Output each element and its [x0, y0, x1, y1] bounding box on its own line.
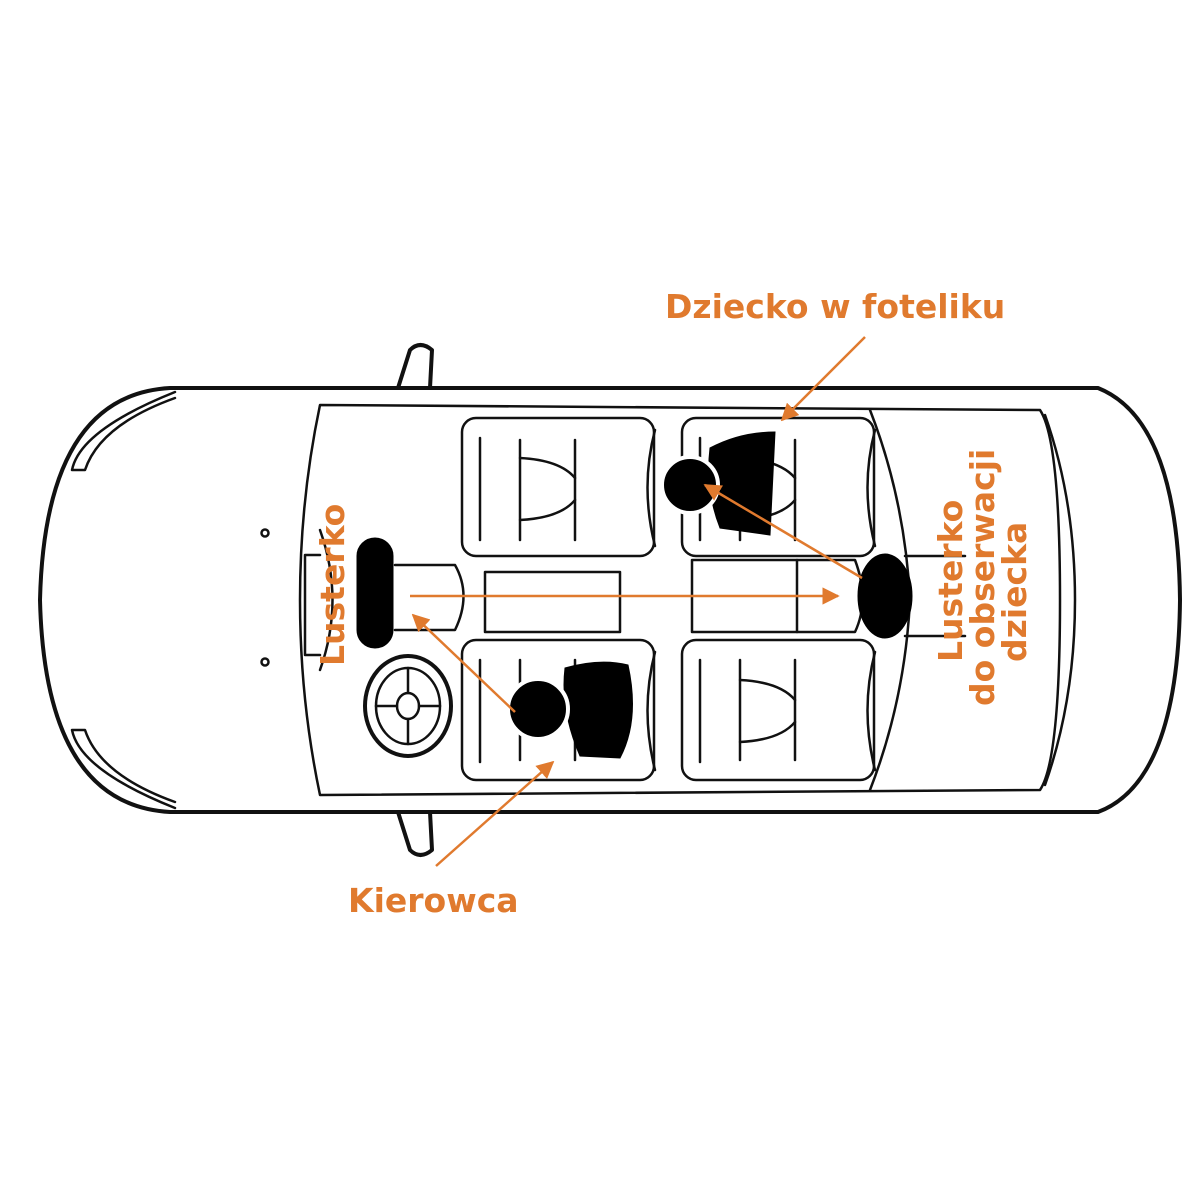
left-side-mirror — [396, 343, 434, 390]
arrows — [410, 336, 866, 867]
driver-icon — [506, 661, 633, 759]
rearview-mirror-icon — [356, 537, 465, 649]
svg-text:do obserwacji: do obserwacji — [963, 449, 1002, 706]
svg-text:dziecka: dziecka — [995, 522, 1034, 662]
label-observation-mirror: Lusterko do obserwacji dziecka — [931, 449, 1034, 706]
steering-wheel-icon — [363, 654, 453, 758]
label-driver: Kierowca — [348, 881, 519, 920]
rear-seat-lower — [680, 638, 877, 782]
label-child-in-seat: Dziecko w foteliku — [665, 287, 1005, 326]
observation-mirror-icon — [857, 553, 913, 639]
svg-text:Lusterko: Lusterko — [931, 500, 970, 662]
child-seat-icon — [660, 431, 776, 536]
right-side-mirror — [396, 810, 434, 857]
front-passenger-seat — [460, 416, 657, 558]
label-mirror: Lusterko — [313, 504, 352, 666]
